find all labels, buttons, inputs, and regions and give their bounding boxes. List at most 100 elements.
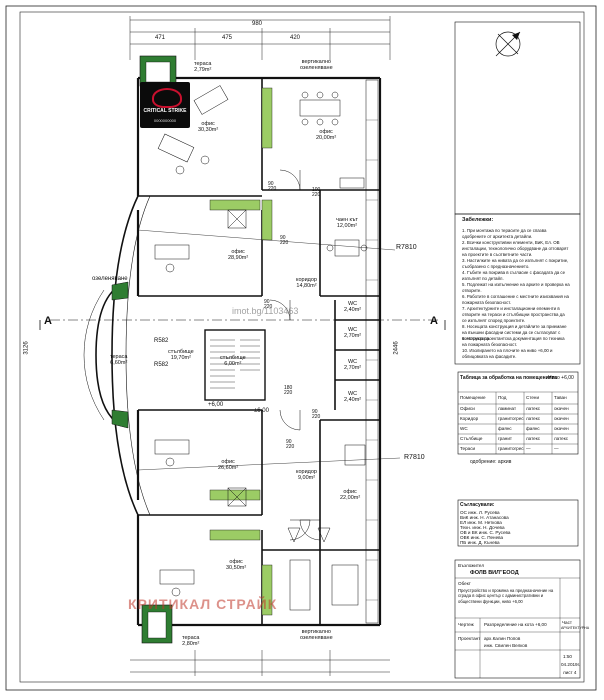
- room-office-top-left: офис 30,30m²: [198, 121, 219, 133]
- radius-label-lower: R7810: [404, 454, 425, 461]
- table-cell: окачен: [554, 406, 569, 411]
- room-office-top-right: офис 20,00m²: [316, 129, 337, 141]
- coordination-item: ЕЛ инж. М. Неткова: [460, 520, 502, 525]
- title-designer: арх.Калин Попов: [484, 636, 521, 641]
- door-dim: 100 220: [312, 187, 321, 198]
- table-cell: WC: [460, 426, 468, 431]
- table-cell: Коридор: [460, 416, 479, 421]
- section-label-right: A: [430, 315, 438, 327]
- table-cell: окачен: [554, 426, 569, 431]
- table-cell: гранитогрес: [498, 446, 524, 451]
- room-stair-hall: стълбище 19,70m²: [168, 349, 194, 361]
- table-footer: одобрение: архив: [470, 459, 512, 465]
- title-investor-label: Възложител: [458, 563, 484, 568]
- table-cell: латекс: [554, 436, 569, 441]
- room-tea-kitchen: чаен кът 12,00m²: [336, 217, 358, 229]
- door-dim: 90 220: [280, 235, 289, 246]
- dim-top-total: 980: [252, 21, 263, 27]
- coordination-item: ОС инж. Л. Русева: [460, 510, 500, 515]
- door-dim: 90 220: [268, 181, 277, 192]
- coordination-title: Съгласували:: [460, 502, 495, 508]
- table-cell: ламинат: [498, 406, 517, 411]
- title-drafter: инж. Свилен Велков: [484, 643, 528, 648]
- radius-label-bay-2: R582: [154, 362, 169, 368]
- door-dim: 90 220: [264, 299, 273, 310]
- notes-item: 2. Всички конструктивни елементи, ВиК, Е…: [462, 240, 569, 258]
- room-wc-4: WC 2,40m²: [344, 391, 362, 403]
- table-header: Таван: [554, 395, 567, 400]
- watermark-url: imot.bg/1103463: [232, 306, 299, 316]
- table-cell: Стълбище: [460, 436, 483, 441]
- room-office-bottom: офис 30,50m²: [226, 559, 247, 571]
- room-wc-3: WC 2,40m²: [344, 301, 362, 313]
- title-investor: ФОЛВ ВИЛ"ЕООД: [470, 570, 519, 576]
- title-object-label: Обект: [458, 581, 471, 586]
- title-scale: 1:50: [563, 654, 572, 659]
- label-vertical-greening-top: вертикално озеленяване: [300, 59, 333, 71]
- dim-top-b: 475: [222, 35, 233, 41]
- section-label-left: A: [44, 315, 52, 327]
- room-terrace-left: тераса 6,60m²: [110, 354, 128, 366]
- room-corridor-2: коридор 9,00m²: [296, 469, 317, 481]
- table-cell: —: [526, 446, 531, 451]
- room-staircase: стълбище 6,00m²: [220, 355, 246, 367]
- table-cell: —: [554, 446, 559, 451]
- door-dim: 90 220: [286, 439, 295, 450]
- table-cell: фаянс: [498, 426, 512, 431]
- coordination-item: Техн. инж. Н. Дочева: [460, 525, 505, 530]
- table-header: Помещение: [460, 395, 486, 400]
- radius-label-upper: R7810: [396, 244, 417, 251]
- table-cell: латекс: [526, 436, 541, 441]
- notes-item: 7. Архитектурните и инсталационни елемен…: [462, 306, 565, 324]
- room-wc-1: WC 2,70m²: [344, 327, 362, 339]
- room-office-lower-left: офис 26,60m²: [218, 459, 239, 471]
- watermark-text: КРИТИКАЛ СТРАЙК: [128, 596, 278, 612]
- watermark-logo: CRITICAL STRIKE 0000000000: [140, 82, 190, 128]
- elevation-mark: ±6,00: [254, 408, 269, 414]
- title-part-label: Част: [562, 620, 573, 625]
- title-part: АРХИТЕКТУРНА: [561, 626, 590, 630]
- coordination-item: ОВ и ВК инж. С. Русева: [460, 530, 511, 535]
- dim-top-a: 471: [155, 35, 166, 41]
- room-office-mid-left: офис 28,90m²: [228, 249, 249, 261]
- door-dim: 180 220: [284, 385, 293, 396]
- coordination-item: ПБ инж. Д. Кънева: [460, 540, 500, 545]
- dim-left-total: 3126: [23, 341, 30, 355]
- room-terrace-bottom: тераса 2,80m²: [182, 635, 200, 647]
- logo-brand: CRITICAL STRIKE: [143, 108, 187, 114]
- title-date: 04.2019г.: [561, 662, 580, 667]
- title-designer-label: Проектант: [458, 636, 481, 641]
- table-level: Ниво +6,00: [548, 375, 574, 381]
- coordination-item: ОВК инж. С. Пенева: [460, 535, 504, 540]
- table-cell: гранит: [498, 436, 512, 441]
- room-corridor-1: коридор 14,80m²: [296, 277, 317, 289]
- notes-title: Забележки:: [462, 217, 494, 223]
- notes-item: 10. Изолирането на плочите на ниво +6,00…: [462, 348, 553, 360]
- dim-top-c: 420: [290, 35, 301, 41]
- label-vertical-greening-bottom: вертикално озеленяване: [300, 629, 333, 641]
- table-cell: латекс: [526, 416, 541, 421]
- dim-right-total: 2446: [393, 341, 400, 355]
- notes-item: 8. Носещата конструкция и детайлите за п…: [462, 324, 567, 342]
- title-drawing-label: Чертеж: [458, 622, 474, 627]
- table-title: Таблица за обработка на помещенията: [460, 375, 557, 381]
- title-sheet: лист 4: [563, 670, 577, 675]
- logo-mark-icon: [152, 88, 182, 108]
- logo-phone: 0000000000: [153, 118, 177, 123]
- notes-item: 5. Подлежат на изпълнение на арките и пр…: [462, 282, 570, 294]
- title-drawing: Разпределение на кота +6,00: [484, 622, 547, 627]
- notes-item: 6. Работите в соглашение с местните изис…: [462, 294, 569, 306]
- notes-item: 1. При монтажа по терасите да се спазва …: [462, 228, 547, 240]
- table-header: Под: [498, 395, 507, 400]
- table-cell: гранитогрес: [498, 416, 524, 421]
- table-cell: окачен: [554, 416, 569, 421]
- title-object: Преустройство и промяна на предназначени…: [458, 588, 554, 604]
- room-office-right-lower: офис 22,00m²: [340, 489, 361, 501]
- label-level: +6,00: [208, 402, 224, 408]
- table-cell: Офиси: [460, 406, 475, 411]
- table-cell: фаянс: [526, 426, 540, 431]
- door-dim: 90 220: [312, 409, 321, 420]
- notes-item: 4. Гъбите на покрива в съгласие с фасада…: [462, 270, 566, 282]
- room-terrace-top: тераса 2,79m²: [194, 61, 212, 73]
